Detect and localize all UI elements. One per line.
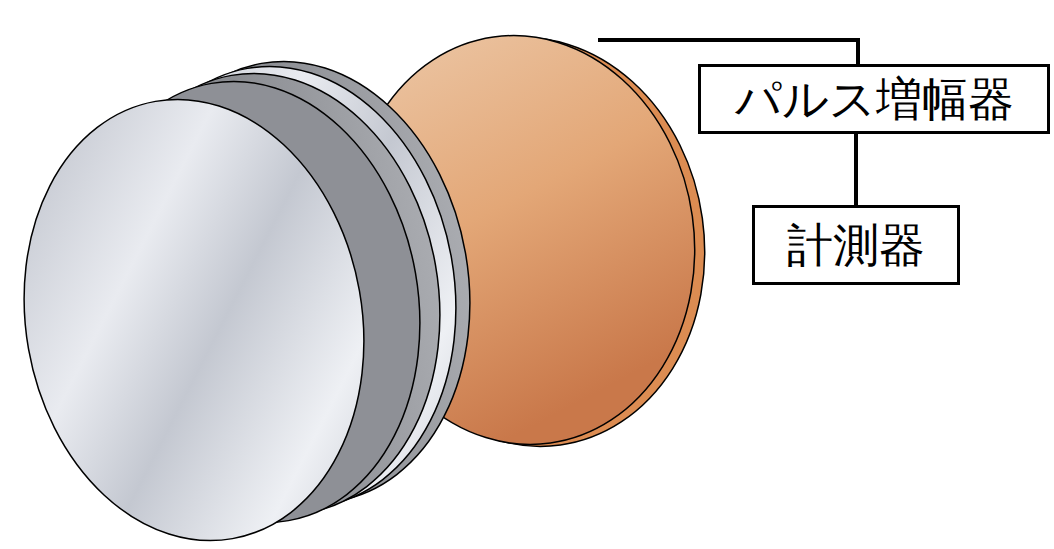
amplifier-box: パルス増幅器 [698, 64, 1050, 134]
meter-box: 計測器 [752, 205, 960, 285]
node-label: 計測器 [787, 220, 925, 271]
node-label: パルス増幅器 [735, 74, 1014, 125]
signal-wire [598, 40, 858, 64]
silver-disc-front [0, 72, 398, 549]
signal-line [854, 134, 858, 205]
